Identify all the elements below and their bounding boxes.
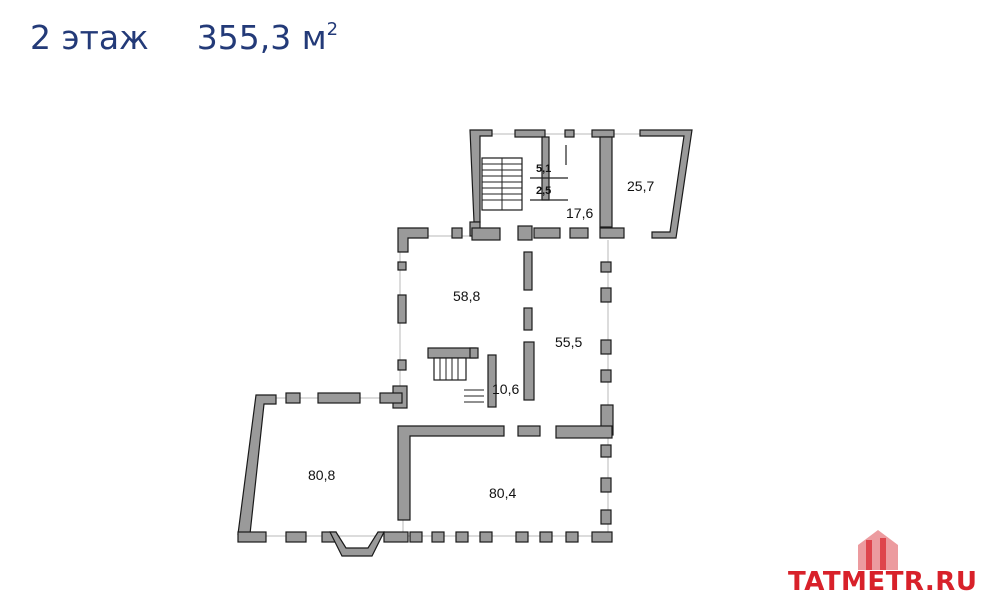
plan-wall-segment bbox=[523, 251, 533, 291]
plan-wall-segment bbox=[285, 392, 301, 404]
plan-wall-segment bbox=[431, 531, 445, 543]
room-58-8-label: 58,8 bbox=[453, 288, 480, 304]
room-5-1-label: 5,1 bbox=[536, 163, 551, 175]
building-icon-bar bbox=[880, 538, 886, 570]
plan-wall-segment bbox=[517, 425, 541, 437]
plan-wall-segment bbox=[555, 425, 613, 439]
plan-wall-segment bbox=[533, 227, 561, 239]
plan-wall-segment bbox=[600, 287, 612, 303]
floor-area-value: 355,3 м bbox=[196, 18, 327, 57]
plan-staircase bbox=[433, 357, 467, 381]
plan-wall-segment bbox=[591, 129, 615, 138]
plan-wall-segment bbox=[487, 354, 497, 408]
floor-label: 2 этаж bbox=[30, 18, 149, 57]
plan-wall-segment bbox=[397, 294, 407, 324]
building-icon-bar bbox=[866, 540, 872, 570]
room-80-8-label: 80,8 bbox=[308, 467, 335, 483]
plan-wall-segment bbox=[514, 129, 546, 138]
plan-wall-segment bbox=[599, 227, 625, 239]
plan-wall-segment bbox=[564, 129, 575, 138]
plan-wall-segment bbox=[639, 129, 693, 239]
plan-walls bbox=[237, 129, 693, 557]
plan-wall-segment bbox=[600, 477, 612, 493]
watermark-logo: TATMETR.RU bbox=[788, 530, 977, 597]
plan-wall-segment bbox=[515, 531, 529, 543]
room-55-5-label: 55,5 bbox=[555, 334, 582, 350]
plan-wall-segment bbox=[383, 531, 409, 543]
floor-heading: 2 этаж 355,3 м2 bbox=[30, 18, 338, 57]
plan-wall-segment bbox=[523, 307, 533, 331]
plan-wall-segment bbox=[565, 531, 579, 543]
plan-wall-segment bbox=[427, 347, 477, 359]
plan-wall-segment bbox=[600, 444, 612, 458]
plan-wall-segment bbox=[600, 509, 612, 525]
plan-wall-segment bbox=[471, 227, 501, 241]
plan-wall-segment bbox=[569, 227, 589, 239]
stair-treads bbox=[439, 158, 522, 403]
plan-wall-segment bbox=[600, 339, 612, 355]
plan-wall-segment bbox=[397, 261, 407, 271]
plan-wall-segment bbox=[397, 227, 429, 253]
room-10-6-label: 10,6 bbox=[492, 381, 519, 397]
room-2-5-label: 2,5 bbox=[536, 185, 551, 197]
room-25-7-label: 25,7 bbox=[627, 178, 654, 194]
plan-wall-segment bbox=[285, 531, 307, 543]
room-17-6-label: 17,6 bbox=[566, 205, 593, 221]
plan-wall-segment bbox=[237, 394, 277, 535]
plan-wall-segment bbox=[409, 531, 423, 543]
plan-wall-segment bbox=[479, 531, 493, 543]
plan-wall-segment bbox=[397, 359, 407, 371]
plan-wall-segment bbox=[523, 341, 535, 401]
plan-wall-segment bbox=[591, 531, 613, 543]
plan-wall-segment bbox=[379, 392, 403, 404]
plan-wall-segment bbox=[600, 369, 612, 383]
plan-wall-segment bbox=[455, 531, 469, 543]
plan-wall-segment bbox=[237, 531, 267, 543]
floor-area-unit-superscript: 2 bbox=[326, 19, 339, 40]
building-icon bbox=[858, 530, 898, 570]
plan-wall-segment bbox=[599, 136, 613, 228]
watermark-text: TATMETR.RU bbox=[788, 567, 977, 597]
plan-wall-segment bbox=[469, 347, 479, 359]
plan-wall-segment bbox=[600, 261, 612, 273]
plan-wall-segment bbox=[451, 227, 463, 239]
plan-wall-segment bbox=[397, 425, 505, 521]
floor-area: 355,3 м2 bbox=[197, 18, 338, 57]
plan-wall-segment bbox=[539, 531, 553, 543]
wc-partitions bbox=[530, 145, 568, 201]
plan-wall-segment bbox=[517, 225, 533, 241]
plan-wall-segment bbox=[317, 392, 361, 404]
room-80-4-label: 80,4 bbox=[489, 485, 516, 501]
